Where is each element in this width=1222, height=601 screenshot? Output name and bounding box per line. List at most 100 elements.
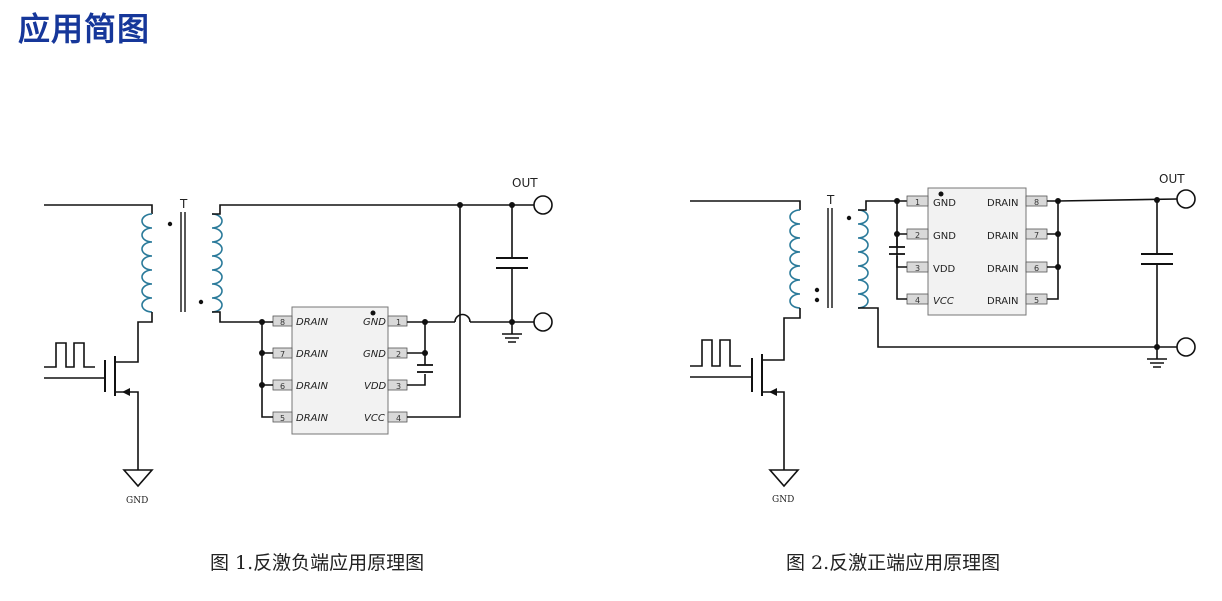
fig1-pin-name: DRAIN: [296, 349, 328, 360]
fig2-pin-name: GND: [933, 198, 956, 209]
fig1-pin-name: DRAIN: [296, 317, 328, 328]
figure-1-schematic: T GND 8 7 6 5 DRAIN DRAIN DRA: [44, 176, 553, 506]
fig1-primary-bottom-wire: [137, 312, 153, 340]
fig2-primary-dot-2: [814, 297, 820, 303]
page-title: 应用简图: [18, 10, 151, 48]
fig1-secondary-bottom-wire: [212, 311, 262, 323]
fig2-pin-num: 2: [915, 231, 920, 240]
figure-1-caption: 图 1.反激负端应用原理图: [210, 552, 424, 574]
fig1-pin-name: DRAIN: [296, 381, 328, 392]
fig2-pin-num: 8: [1034, 198, 1039, 207]
fig1-pin-name: GND: [363, 349, 386, 360]
fig1-gnd-label: GND: [126, 496, 148, 506]
fig1-pin-num: 8: [280, 318, 285, 327]
fig2-pin-num: 1: [915, 198, 920, 207]
fig1-pulse-source: [44, 342, 95, 368]
fig2-pin-num: 3: [915, 264, 920, 273]
fig1-pin-num: 6: [280, 382, 285, 391]
fig1-node: [259, 319, 265, 325]
fig2-pin-name: DRAIN: [987, 198, 1019, 209]
fig1-pin-num: 7: [280, 350, 285, 359]
fig1-transformer-label: T: [179, 197, 188, 211]
fig2-out-label: OUT: [1159, 172, 1185, 186]
fig1-left-pins: 8 7 6 5 DRAIN DRAIN DRAIN DRAIN: [272, 315, 328, 424]
fig2-ic-pin1-mark: [938, 191, 944, 197]
fig2-primary-bottom-wire: [783, 308, 801, 340]
fig2-pin-num: 7: [1034, 231, 1039, 240]
fig1-secondary-top-wire: [212, 204, 535, 215]
fig2-input-wire: [690, 200, 801, 210]
fig1-mosfet-drain: [115, 340, 139, 363]
figure-2-schematic: T GND 1 2 3 4 GND GND VDD VCC: [690, 172, 1196, 505]
fig2-transformer-label: T: [826, 193, 835, 207]
fig1-pin-num: 4: [396, 414, 401, 423]
fig2-pin-name: DRAIN: [987, 296, 1019, 307]
fig1-gnd-symbol: [122, 469, 154, 488]
fig1-vdd-cap-wire: [407, 322, 426, 386]
fig2-node: [1154, 197, 1160, 203]
fig2-pin-num: 4: [915, 296, 920, 305]
fig2-gnd-terminal: [1176, 337, 1196, 357]
fig2-mosfet-source: [762, 391, 785, 470]
fig2-out-terminal: [1176, 189, 1196, 209]
fig2-mosfet-drain: [762, 340, 785, 361]
fig1-gnd-terminal: [533, 312, 553, 332]
fig2-mosfet-arrow: [769, 388, 777, 396]
fig2-pin-name: VCC: [933, 296, 954, 307]
fig2-pin-num: 6: [1034, 264, 1039, 273]
fig2-vdd-cap-wire: [896, 234, 907, 268]
fig2-node: [1055, 231, 1061, 237]
fig1-pin-num: 5: [280, 414, 285, 423]
fig2-pin-name: VDD: [933, 264, 956, 275]
fig1-input-wire: [44, 204, 153, 214]
fig1-pin-name: VCC: [364, 413, 385, 424]
fig2-gnd-label: GND: [772, 495, 794, 505]
fig1-pin-name: VDD: [364, 381, 387, 392]
fig1-pin-num: 3: [396, 382, 401, 391]
fig2-pin-name: DRAIN: [987, 231, 1019, 242]
fig1-pin-name: DRAIN: [296, 413, 328, 424]
fig2-pin-1: [906, 195, 929, 207]
fig2-pin-num: 5: [1034, 296, 1039, 305]
fig2-secondary-coil: [857, 209, 869, 309]
fig2-pin-name: GND: [933, 231, 956, 242]
fig2-secondary-top-wire: [858, 200, 907, 211]
fig2-gnd-symbol: [768, 469, 800, 488]
fig1-secondary-dot: [198, 299, 204, 305]
fig1-node: [457, 202, 463, 208]
fig1-mosfet-arrow: [122, 388, 130, 396]
figure-2-caption: 图 2.反激正端应用原理图: [786, 552, 1000, 574]
fig2-left-pins: 1 2 3 4 GND GND VDD VCC: [906, 195, 956, 307]
fig2-node: [1055, 264, 1061, 270]
fig1-drain-bus: [261, 321, 273, 418]
fig1-out-label: OUT: [512, 176, 538, 190]
fig2-pin-name: DRAIN: [987, 264, 1019, 275]
fig1-primary-coil: [141, 213, 153, 313]
fig1-mosfet-source: [115, 391, 139, 470]
fig2-drain-bus: [1047, 200, 1059, 300]
fig2-ic-body: [927, 187, 1027, 316]
fig2-secondary-bottom-wire: [858, 307, 1177, 348]
fig1-wire-hop: [454, 313, 471, 323]
fig1-vcc-wire: [407, 205, 461, 418]
fig2-node: [894, 198, 900, 204]
fig2-pulse-source: [690, 339, 741, 367]
fig1-pin-num: 1: [396, 318, 401, 327]
fig1-ic-body: [291, 306, 389, 435]
fig1-secondary-coil: [211, 213, 223, 313]
fig1-out-terminal: [533, 195, 553, 215]
fig1-node: [259, 350, 265, 356]
fig1-node: [259, 382, 265, 388]
fig2-gnd-bus: [896, 201, 907, 300]
fig2-secondary-dot: [846, 215, 852, 221]
fig1-right-pins: 1 2 3 4 GND GND VDD VCC: [363, 315, 408, 424]
fig2-primary-dot: [814, 287, 820, 293]
fig2-primary-coil: [789, 209, 801, 309]
fig1-ic-pin1-mark: [370, 310, 376, 316]
fig1-node: [509, 202, 515, 208]
fig1-out-ground: [502, 322, 522, 343]
fig1-pin-1: [387, 315, 408, 327]
fig2-out-ground: [1147, 347, 1167, 368]
fig1-pin-name: GND: [363, 317, 386, 328]
